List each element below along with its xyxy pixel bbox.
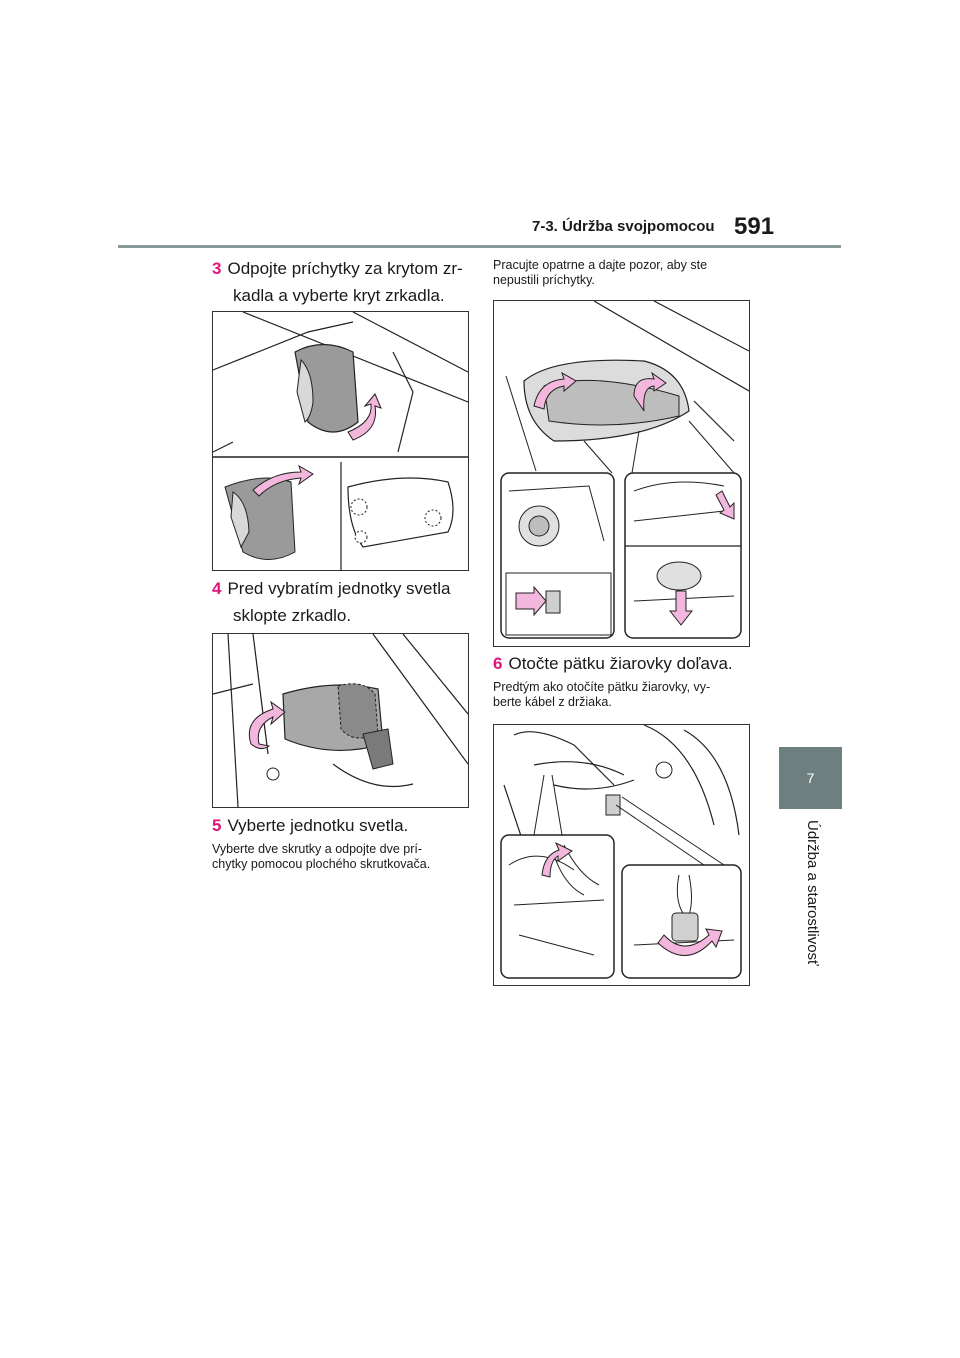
step-5-note: Vyberte dve skrutky a odpojte dve prí- c…	[212, 842, 474, 872]
chapter-tab[interactable]: 7	[779, 747, 842, 809]
step-text-line1: Pred vybratím jednotky svetla	[227, 579, 451, 598]
page-number: 591	[734, 213, 775, 240]
step-3: 3 Odpojte príchytky za krytom zr- kadla a…	[212, 255, 474, 309]
note-line2: berte kábel z držiaka.	[493, 695, 612, 709]
caution-note: Pracujte opatrne a dajte pozor, aby ste …	[493, 258, 755, 288]
arrow-icon	[715, 490, 735, 520]
header-divider	[118, 245, 841, 248]
push-arrow-icon	[515, 585, 547, 617]
arrow-icon	[633, 371, 667, 412]
note-line2: chytky pomocou plochého skrutkovača.	[212, 857, 431, 871]
figure-mirror-cover-removal	[212, 311, 469, 571]
step-4: 4 Pred vybratím jednotky svetla sklopte z…	[212, 575, 474, 629]
step-number: 3	[212, 259, 222, 278]
step-number: 4	[212, 579, 222, 598]
step-6-note: Predtým ako otočíte pätku žiarovky, vy- …	[493, 680, 755, 710]
arrow-icon	[252, 464, 314, 497]
down-arrow-icon	[668, 590, 694, 626]
step-number: 6	[493, 654, 503, 673]
step-6: 6 Otočte pätku žiarovky doľava.	[493, 650, 755, 677]
step-text-line2: kadla a vyberte kryt zrkadla.	[233, 286, 445, 305]
chapter-title: Údržba a starostlivosť	[804, 820, 821, 966]
rotate-arrow-icon	[657, 928, 723, 956]
note-line1: Pracujte opatrne a dajte pozor, aby ste	[493, 258, 708, 272]
note-line1: Predtým ako otočíte pätku žiarovky, vy-	[493, 680, 711, 694]
figure-fold-mirror	[212, 633, 469, 808]
note-line1: Vyberte dve skrutky a odpojte dve prí-	[212, 842, 423, 856]
figure-light-unit-removal	[493, 300, 750, 647]
arrow-icon	[533, 371, 577, 410]
section-title: 7-3. Údržba svojpomocou	[532, 218, 715, 235]
step-text-line1: Vyberte jednotku svetla.	[227, 816, 409, 835]
step-number: 5	[212, 816, 222, 835]
step-5: 5 Vyberte jednotku svetla.	[212, 812, 474, 839]
figure-bulb-socket	[493, 724, 750, 986]
step-text-line1: Odpojte príchytky za krytom zr-	[227, 259, 463, 278]
arrow-icon	[541, 841, 573, 878]
chapter-title-vertical: Údržba a starostlivosť	[804, 820, 825, 990]
step-text-line1: Otočte pätku žiarovky doľava.	[508, 654, 733, 673]
arrow-icon	[347, 393, 382, 441]
step-text-line2: sklopte zrkadlo.	[233, 606, 352, 625]
note-line2: nepustili príchytky.	[493, 273, 595, 287]
rotate-arrow-icon	[248, 700, 286, 750]
chapter-number: 7	[806, 770, 815, 786]
